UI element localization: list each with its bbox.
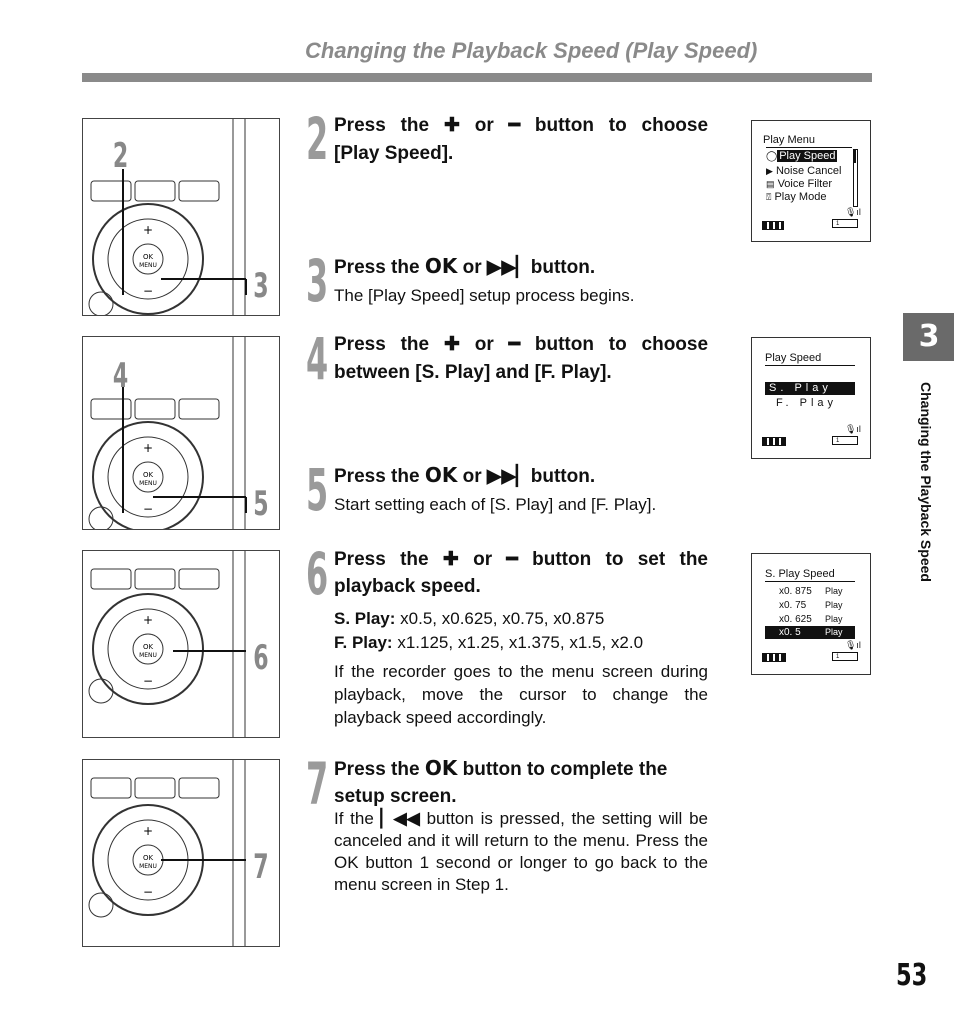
counter-box: 1 xyxy=(832,652,858,661)
step-4-title: Press the ✚ or ━ button to choose betwee… xyxy=(334,331,708,387)
counter-box: 1 xyxy=(832,219,858,228)
step-number-7: 7 xyxy=(306,750,329,818)
option-s-play: S. Play xyxy=(765,382,855,395)
skip-back-icon: ▏◀◀ xyxy=(380,809,420,828)
minus-icon: ━ xyxy=(508,115,521,136)
device-menu-text: MENU xyxy=(139,262,157,269)
step-number-6: 6 xyxy=(306,540,329,608)
chapter-tab: 3 xyxy=(903,313,954,361)
chapter-side-title: Changing the Playback Speed xyxy=(918,382,934,582)
step-5-body: Start setting each of [S. Play] and [F. … xyxy=(334,495,657,514)
battery-icon xyxy=(762,653,786,662)
step-2-title: Press the ✚ or ━ button to choose [Play … xyxy=(334,112,708,168)
svg-text:+: + xyxy=(143,441,153,455)
step-number-5: 5 xyxy=(306,456,329,524)
step-6-body: If the recorder goes to the menu screen … xyxy=(334,662,708,727)
step-3-body: The [Play Speed] setup process begins. xyxy=(334,286,635,305)
step-6-title: Press the ✚ or ━ button to set the playb… xyxy=(334,546,708,600)
svg-text:−: − xyxy=(143,674,153,688)
play-triangle-icon: ▶ xyxy=(766,166,773,176)
callout-7: 7 xyxy=(253,846,268,886)
screen-title: S. Play Speed xyxy=(765,568,835,580)
step-number-3: 3 xyxy=(306,247,329,315)
screen-title: Play Menu xyxy=(763,134,815,146)
device-ok-text: OK xyxy=(143,253,154,261)
counter-box: 1 xyxy=(832,436,858,445)
ok-button-glyph: OK xyxy=(424,254,458,278)
ok-button-glyph: OK xyxy=(424,463,458,487)
device-ok-text: OK xyxy=(143,643,154,651)
step-7-title: Press the OK button to complete the setu… xyxy=(334,756,668,807)
page-header-title: Changing the Playback Speed (Play Speed) xyxy=(305,38,758,63)
step-7-body: If the ▏◀◀ button is pressed, the settin… xyxy=(334,809,708,894)
page-number: 53 xyxy=(896,958,928,993)
mode-icon: ⍔ xyxy=(766,192,772,202)
svg-text:−: − xyxy=(143,284,153,298)
callout-5: 5 xyxy=(253,483,268,523)
fast-forward-icon: ▶▶▏ xyxy=(486,257,531,278)
splay-values-line: S. Play: x0.5, x0.625, x0.75, x0.875 xyxy=(334,609,605,628)
menu-item-play-mode: ⍔ Play Mode xyxy=(766,191,827,203)
mic-signal-icon: 🎙ıl xyxy=(845,424,861,434)
device-illustration-1: OK MENU + − 2 3 xyxy=(82,118,280,316)
svg-text:+: + xyxy=(143,223,153,237)
battery-icon xyxy=(762,221,784,230)
device-ok-text: OK xyxy=(143,854,154,862)
menu-item-voice-filter: ▤ Voice Filter xyxy=(766,178,832,190)
step-3-title: Press the OK or ▶▶▏button. xyxy=(334,252,708,282)
device-menu-text: MENU xyxy=(139,863,157,870)
device-ok-text: OK xyxy=(143,471,154,479)
ok-button-glyph: OK xyxy=(424,756,458,780)
screen-title: Play Speed xyxy=(765,352,822,364)
svg-text:−: − xyxy=(143,885,153,899)
plus-icon: ✚ xyxy=(443,115,460,136)
callout-3: 3 xyxy=(253,265,268,305)
device-menu-text: MENU xyxy=(139,652,157,659)
lcd-screen-play-menu: Play Menu ◯Play Speed ▶ Noise Cancel ▤ V… xyxy=(751,120,871,242)
callout-4: 4 xyxy=(113,355,128,395)
mic-signal-icon: 🎙ıl xyxy=(845,207,861,217)
device-illustration-3: OK MENU + − 6 xyxy=(82,550,280,738)
step-5-title: Press the OK or ▶▶▏button. xyxy=(334,461,708,491)
device-menu-text: MENU xyxy=(139,480,157,487)
fplay-values-line: F. Play: x1.125, x1.25, x1.375, x1.5, x2… xyxy=(334,633,644,652)
step-number-4: 4 xyxy=(306,325,329,393)
plus-icon: ✚ xyxy=(443,334,460,355)
lcd-screen-play-speed: Play Speed S. Play F. Play 🎙ıl 1 xyxy=(751,337,871,459)
svg-text:−: − xyxy=(143,502,153,516)
svg-text:+: + xyxy=(143,613,153,627)
header-rule xyxy=(82,73,872,82)
step-number-2: 2 xyxy=(306,105,329,173)
minus-icon: ━ xyxy=(508,334,521,355)
menu-item-noise-cancel: ▶ Noise Cancel xyxy=(766,165,842,177)
battery-icon xyxy=(762,437,786,446)
mic-signal-icon: 🎙ıl xyxy=(845,640,861,650)
plus-icon: ✚ xyxy=(442,549,459,570)
callout-2: 2 xyxy=(113,135,128,175)
svg-text:+: + xyxy=(143,824,153,838)
device-illustration-2: OK MENU + − 4 5 xyxy=(82,336,280,530)
fast-forward-icon: ▶▶▏ xyxy=(486,466,531,487)
device-illustration-4: OK MENU + − 7 xyxy=(82,759,280,947)
play-speed-icon: ◯ xyxy=(766,151,778,162)
callout-6: 6 xyxy=(253,637,268,677)
option-f-play: F. Play xyxy=(776,397,838,409)
menu-item-play-speed: ◯Play Speed xyxy=(766,150,838,162)
list-icon: ▤ xyxy=(766,179,775,189)
minus-icon: ━ xyxy=(506,549,518,570)
